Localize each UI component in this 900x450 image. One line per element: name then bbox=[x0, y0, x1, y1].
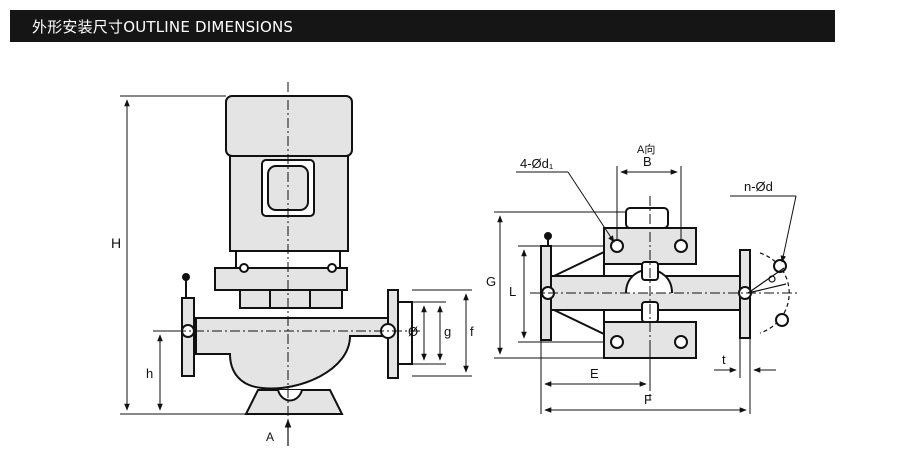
dim-F bbox=[544, 338, 751, 414]
dim-B bbox=[616, 166, 682, 240]
top-view bbox=[540, 207, 752, 359]
dim-E-label: E bbox=[590, 366, 599, 381]
dim-B-label: B bbox=[643, 154, 652, 169]
bolt-holes-label: 4-Ød₁ bbox=[520, 156, 554, 171]
dim-G bbox=[494, 211, 626, 359]
dim-L-label: L bbox=[509, 284, 516, 299]
dim-f-label: f bbox=[470, 324, 474, 339]
dim-h-label: h bbox=[146, 366, 153, 381]
view-A-direction: A向 bbox=[637, 142, 655, 156]
dim-h bbox=[153, 330, 246, 415]
flange-holes-label: n-Ød bbox=[744, 179, 773, 194]
motor-top-cap bbox=[225, 95, 353, 157]
dim-phi-label: Ø bbox=[408, 324, 418, 339]
dim-t bbox=[714, 338, 776, 378]
dim-t-label: t bbox=[722, 352, 726, 367]
dim-g-label: g bbox=[444, 324, 451, 339]
dim-L bbox=[518, 245, 604, 343]
motor-flange bbox=[214, 267, 348, 291]
leader-flange-holes bbox=[730, 195, 797, 263]
leader-bolt-holes bbox=[516, 171, 615, 243]
pump-base bbox=[244, 389, 344, 415]
bracket bbox=[239, 289, 343, 309]
dim-outlet bbox=[412, 289, 472, 377]
dim-H-label: H bbox=[111, 235, 121, 251]
pump-casing bbox=[195, 317, 389, 390]
front-view bbox=[181, 95, 413, 415]
title-bar: 外形安装尺寸OUTLINE DIMENSIONS bbox=[10, 10, 835, 42]
page-title: 外形安装尺寸OUTLINE DIMENSIONS bbox=[32, 17, 294, 36]
dim-G-label: G bbox=[486, 274, 496, 289]
dim-F-label: F bbox=[644, 392, 652, 407]
view-A-label: A bbox=[266, 430, 274, 444]
dim-E bbox=[540, 340, 651, 414]
